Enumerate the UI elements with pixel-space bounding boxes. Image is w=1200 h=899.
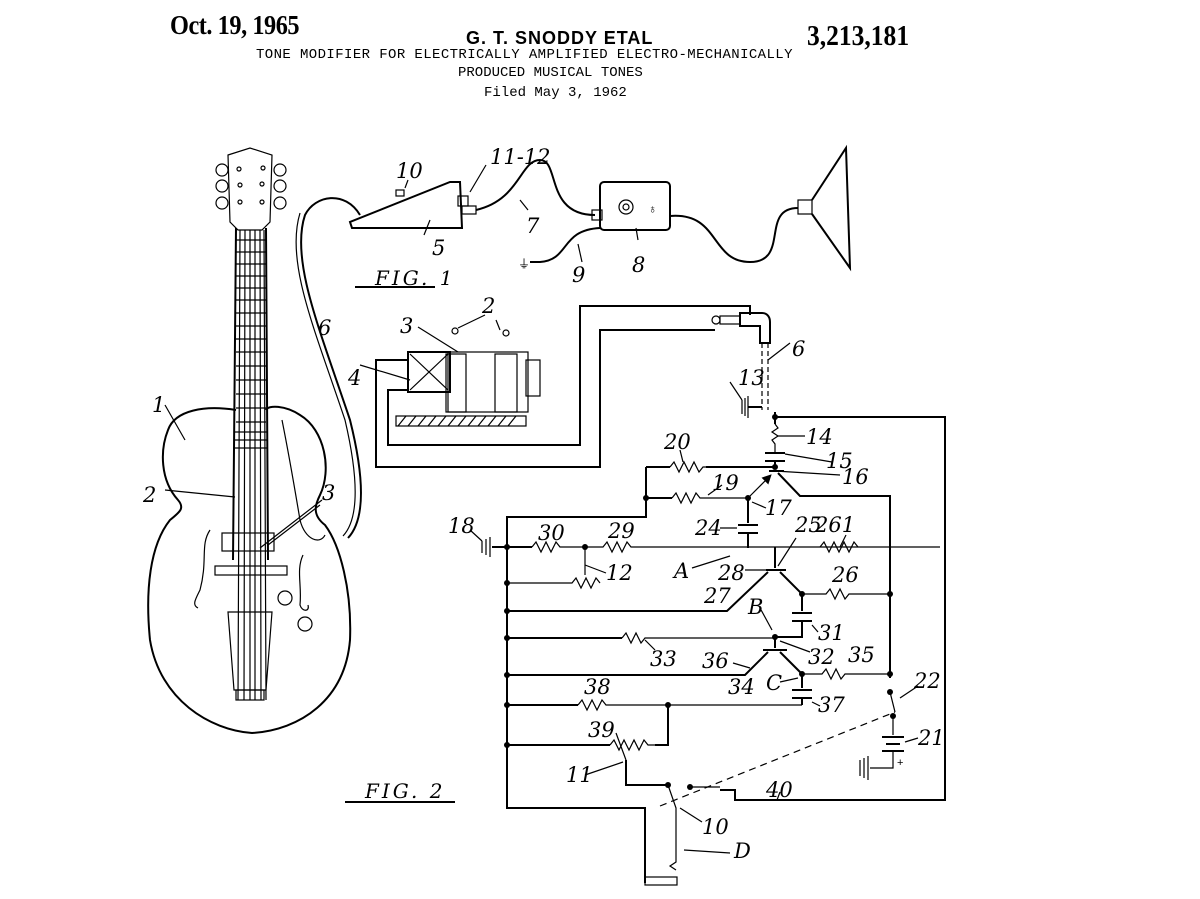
ref-261: 261 — [814, 513, 855, 537]
ref-17: 17 — [765, 496, 792, 520]
resistor-14 — [770, 423, 780, 452]
ref-15: 15 — [826, 449, 853, 473]
ref-18: 18 — [448, 514, 475, 538]
ref-6-plug: 6 — [792, 337, 805, 361]
string-dot — [502, 329, 510, 337]
guitar-bridge — [214, 565, 288, 576]
amp-switch-icon: ♁ — [648, 202, 657, 216]
ref-11-12: 11-12 — [490, 145, 551, 169]
coil-4 — [407, 351, 451, 393]
string-dot — [451, 327, 459, 335]
ref-10-pedal: 10 — [396, 159, 423, 183]
ref-4: 4 — [347, 366, 361, 390]
ref-14: 14 — [806, 425, 833, 449]
ref-33: 33 — [650, 647, 677, 671]
guitar-neck — [232, 227, 269, 701]
ref-12: 12 — [606, 561, 633, 585]
mounting-plate — [395, 415, 527, 427]
ref-8: 8 — [632, 253, 645, 277]
ref-40: 40 — [765, 778, 793, 802]
ref-3: 3 — [322, 481, 335, 505]
ref-29: 29 — [607, 519, 635, 543]
ref-19: 19 — [712, 471, 739, 495]
ref-22: 22 — [913, 669, 941, 693]
fig1-label: FIG. 1 — [374, 266, 455, 290]
ref-16: 16 — [842, 465, 869, 489]
label-A: A — [672, 559, 689, 583]
battery-plus-sign: + — [897, 757, 903, 769]
patent-date: Oct. 19, 1965 — [170, 10, 300, 40]
ref-31: 31 — [818, 621, 845, 645]
pedal-actuator — [644, 876, 678, 886]
ref-35: 35 — [848, 643, 875, 667]
fig1-equipment: ♁ ⏚ 10 11-12 5 7 8 9 — [348, 144, 852, 287]
pickguard — [281, 419, 326, 541]
ref-3-xsec: 3 — [400, 314, 413, 338]
ref-2-xsec: 2 — [481, 294, 495, 318]
ref-13: 13 — [738, 366, 765, 390]
plug-icon: ⏚ — [518, 257, 530, 271]
guitar-body — [147, 405, 352, 735]
label-C: C — [766, 671, 782, 695]
ref-6-cable: 6 — [318, 316, 331, 340]
mechanical-link — [659, 711, 896, 807]
ref-21: 21 — [917, 726, 945, 750]
ref-36: 36 — [702, 649, 729, 673]
patent-number: 3,213,181 — [807, 20, 910, 52]
ref-26: 26 — [831, 563, 859, 587]
fig1-label-group: FIG. 1 — [355, 266, 455, 290]
ref-10-switch: 10 — [702, 815, 729, 839]
guitar-headstock — [227, 147, 273, 231]
label-D: D — [733, 839, 751, 863]
pickup-cross-section: 3 2 4 — [347, 294, 751, 468]
inventor-name: G. T. SNODDY ETAL — [466, 28, 654, 48]
f-hole-right — [298, 554, 309, 611]
tailpiece — [227, 611, 273, 691]
plug-connector: 6 — [711, 312, 805, 410]
pickup-unit — [221, 532, 275, 552]
ref-1: 1 — [152, 393, 165, 417]
speaker — [811, 144, 852, 272]
ref-39: 39 — [588, 718, 615, 742]
f-hole-left — [194, 529, 211, 609]
filed-date: Filed May 3, 1962 — [484, 85, 627, 101]
ref-2: 2 — [142, 483, 156, 507]
cable-7 — [475, 158, 596, 216]
cable-6 — [300, 197, 362, 539]
schematic-fig2: 13 14 15 16 20 19 17 24 — [448, 366, 946, 886]
fig2-label-group: FIG. 2 — [345, 779, 455, 803]
ref-32: 32 — [808, 645, 835, 669]
ref-37: 37 — [818, 693, 845, 717]
power-cord-9 — [530, 227, 601, 263]
ref-25: 25 — [794, 513, 822, 537]
control-knob — [277, 590, 293, 606]
ref-5: 5 — [432, 236, 445, 260]
ref-28: 28 — [717, 561, 745, 585]
title-line-2: PRODUCED MUSICAL TONES — [458, 65, 643, 81]
ref-20: 20 — [663, 430, 691, 454]
label-B: B — [747, 595, 763, 619]
control-knob — [297, 616, 313, 632]
ref-7: 7 — [526, 214, 540, 238]
ref-38: 38 — [584, 675, 611, 699]
guitar-drawing: 1 2 3 — [142, 147, 352, 735]
foot-pedal — [348, 181, 464, 229]
ref-34: 34 — [728, 675, 755, 699]
fig2-label: FIG. 2 — [364, 779, 445, 803]
ref-11: 11 — [566, 763, 593, 787]
ref-9: 9 — [572, 263, 585, 287]
speaker-cable — [669, 207, 799, 264]
ref-30: 30 — [538, 521, 565, 545]
ref-24: 24 — [694, 516, 722, 540]
tuning-pegs — [215, 163, 287, 210]
title-line-1: TONE MODIFIER FOR ELECTRICALLY AMPLIFIED… — [256, 47, 793, 63]
ref-27: 27 — [703, 584, 731, 608]
amplifier — [599, 181, 671, 231]
